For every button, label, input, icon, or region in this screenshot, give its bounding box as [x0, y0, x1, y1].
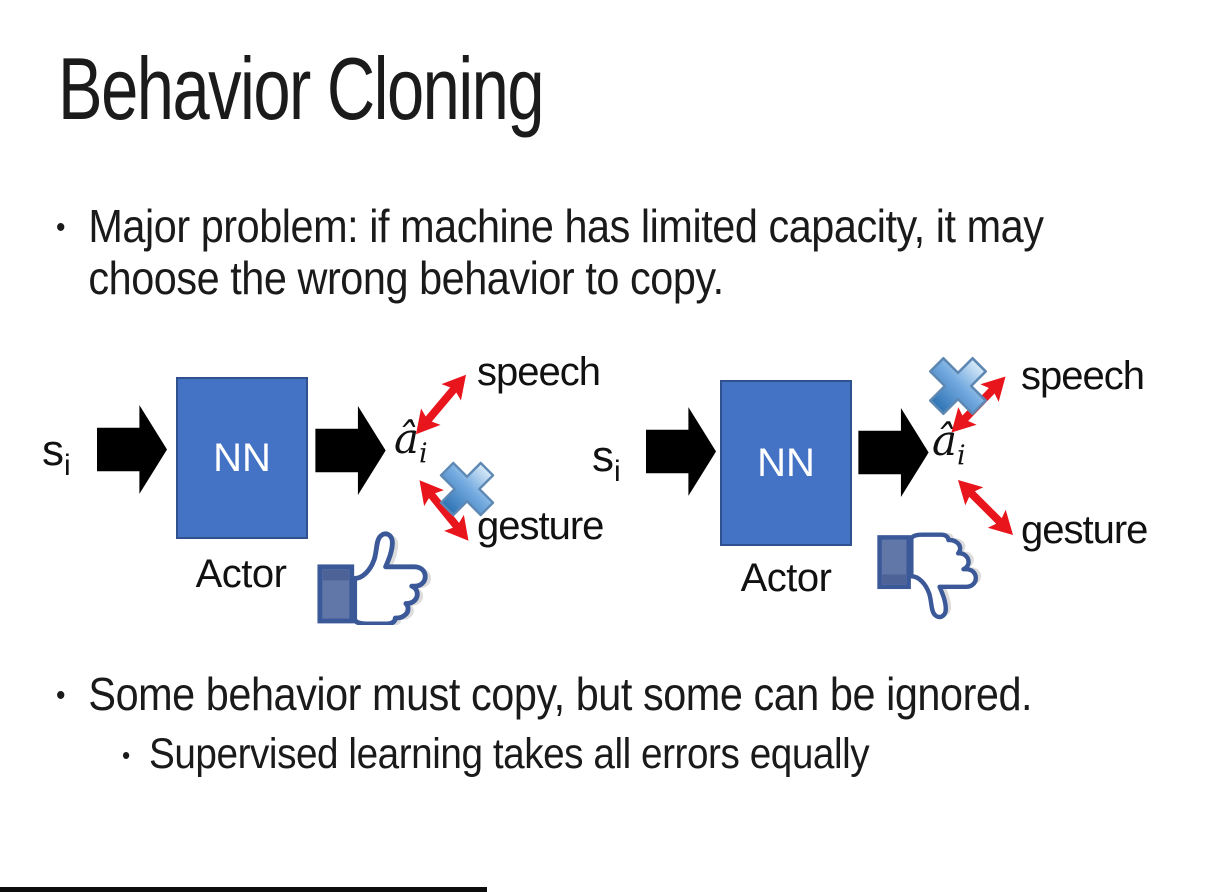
bottom-edge-bar	[0, 887, 487, 892]
thumbs-up-icon	[317, 531, 432, 625]
double-arrow-icon	[957, 479, 1014, 536]
state-symbol: s	[42, 426, 64, 475]
state-label-left: si	[42, 426, 71, 483]
action-label-left: âi	[394, 414, 428, 469]
gesture-label-left: gesture	[477, 504, 604, 548]
nn-label: NN	[757, 440, 815, 485]
bullet-some-behavior: • Some behavior must copy, but some can …	[56, 668, 1172, 720]
state-label-right: si	[592, 432, 621, 489]
bullet-dot: •	[56, 679, 66, 712]
bullet-text: Some behavior must copy, but some can be…	[88, 668, 1033, 720]
speech-label-right: speech	[1021, 354, 1145, 398]
page-title: Behavior Cloning	[58, 39, 545, 138]
state-subscript: i	[64, 448, 71, 482]
double-arrow-icon	[415, 374, 467, 435]
actor-label-right: Actor	[740, 556, 832, 600]
action-label-right: âi	[932, 416, 966, 471]
state-symbol: s	[592, 432, 614, 481]
cross-icon	[929, 357, 987, 415]
bullet-text: Supervised learning takes all errors equ…	[149, 730, 870, 778]
thumbs-down-icon	[877, 532, 982, 620]
action-symbol: â	[932, 416, 958, 465]
actor-label-left: Actor	[195, 552, 287, 596]
bullet-supervised-learning: • Supervised learning takes all errors e…	[122, 730, 1112, 779]
action-subscript: i	[957, 440, 966, 472]
block-arrow-icon	[646, 407, 717, 496]
speech-label-left: speech	[477, 350, 601, 394]
state-subscript: i	[614, 454, 621, 488]
cross-icon	[439, 461, 495, 517]
bullet-dot: •	[122, 740, 131, 770]
bullet-major-problem: • Major problem: if machine has limited …	[56, 200, 1100, 305]
double-arrow-icon	[419, 480, 469, 541]
nn-box-left: NN	[176, 377, 308, 539]
block-arrow-icon	[97, 405, 168, 494]
nn-box-right: NN	[720, 380, 852, 546]
bullet-dot: •	[56, 211, 66, 244]
bullet-text: Major problem: if machine has limited ca…	[88, 200, 1044, 305]
action-symbol: â	[394, 414, 420, 463]
block-arrow-icon	[858, 407, 929, 498]
nn-label: NN	[213, 435, 271, 480]
gesture-label-right: gesture	[1021, 508, 1148, 552]
block-arrow-icon	[315, 405, 386, 496]
action-subscript: i	[419, 438, 428, 470]
